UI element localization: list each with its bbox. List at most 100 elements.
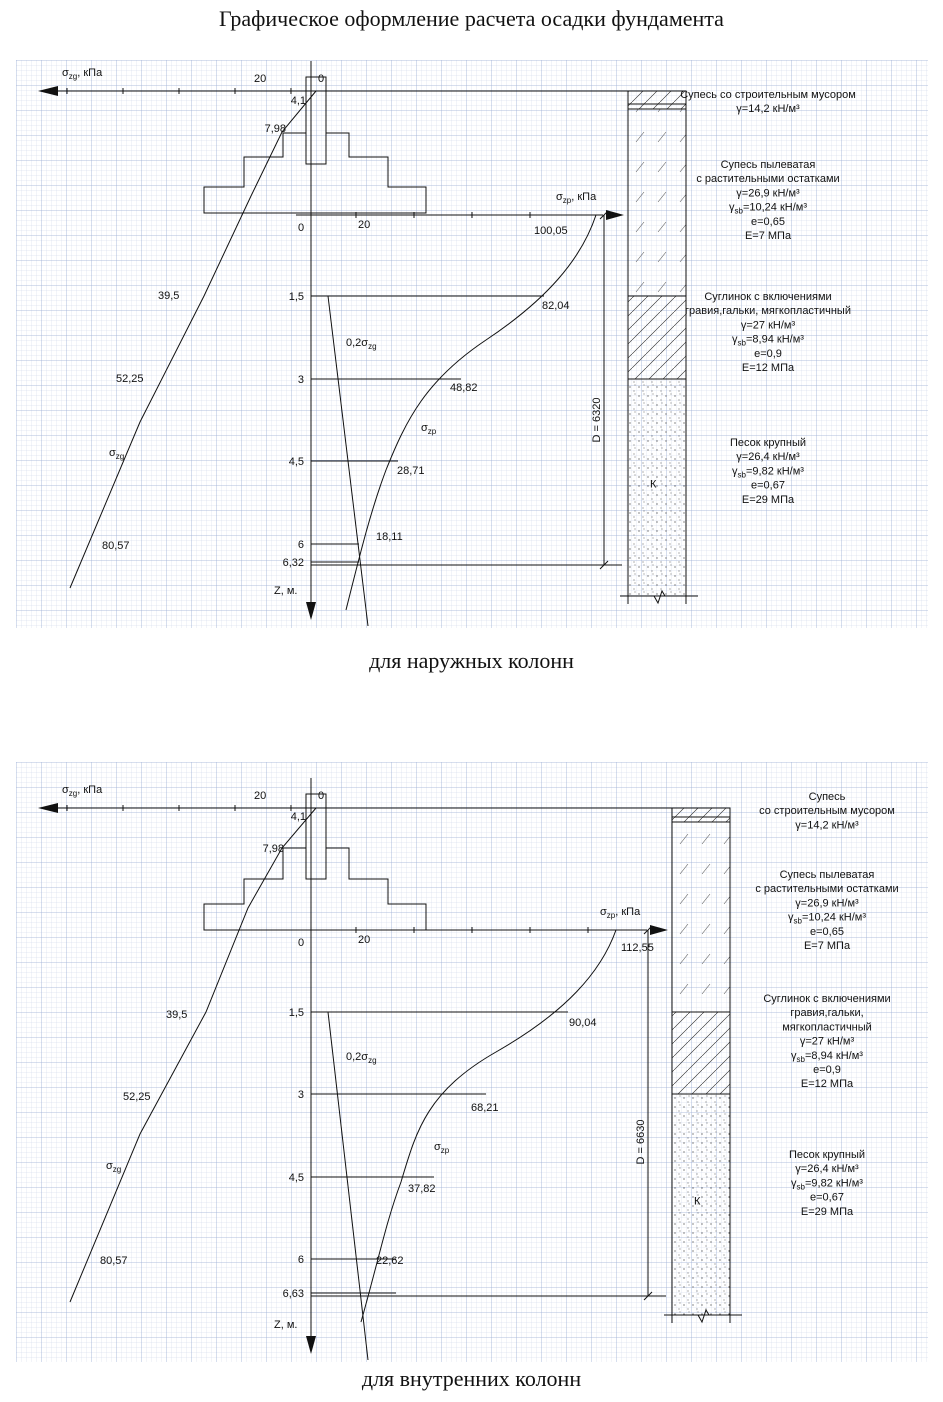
coarse-sand-symbol: К: [694, 1196, 701, 1208]
page-title: Графическое оформление расчета осадки фу…: [219, 6, 724, 31]
soil-description-line: Песок крупный: [789, 1149, 865, 1161]
sigma-zp-value-label: 90,04: [569, 1017, 597, 1029]
sigma-zp-curve: [345, 214, 597, 611]
z-axis-label: Z, м.: [274, 1319, 297, 1331]
sigma-zp-value-label: 18,11: [376, 531, 403, 543]
soil-description-line: Е=7 МПа: [804, 940, 851, 952]
sigma-zp-axis-arrow: [606, 210, 624, 220]
soil-description-line: Е=29 МПа: [742, 494, 795, 506]
foundation-column: [305, 76, 327, 165]
soil-description-line: γ=26,9 кН/м³: [736, 187, 800, 199]
sigma-zg-value-label: 7,98: [263, 843, 284, 855]
soil-description-line: Супесь пылеватая: [780, 869, 875, 881]
sigma-zp-value-label: 22,62: [376, 1255, 404, 1267]
soil-description-line: γ=26,9 кН/м³: [795, 897, 859, 909]
point-two-sigma-zg-label: 0,2σzg: [346, 337, 377, 351]
foundation-column: [305, 793, 327, 880]
caption-inner-columns: для внутренних колонн: [361, 1366, 582, 1391]
sigma-zg-value-label: 7,98: [265, 123, 286, 135]
soil-description-line: гравия,гальки, мягкопластичный: [685, 305, 851, 317]
soil-description-line: е=0,65: [751, 216, 785, 228]
soil-description-line: γ=27 кН/м³: [800, 1036, 855, 1048]
soil-description-line: Супесь со строительным мусором: [680, 89, 856, 101]
sigma-zg-axis-label: σzg, кПа: [62, 784, 103, 798]
soil-description-line: е=0,67: [810, 1192, 844, 1204]
depth-label: 3: [298, 374, 304, 386]
sigma-zp-tick-label-20: 20: [358, 219, 370, 231]
sigma-zg-line-label: σzg: [109, 447, 124, 461]
soil-description-line: γsb=8,94 кН/м³: [791, 1050, 863, 1064]
soil-description-line: γsb=9,82 кН/м³: [791, 1177, 863, 1191]
sigma-zp-axis-label: σzp, кПа: [556, 191, 597, 205]
soil-layer-loam-gravel: [671, 1011, 731, 1095]
sigma-zg-tick-label-0: 0: [318, 790, 324, 802]
soil-description-line: е=0,9: [813, 1064, 841, 1076]
soil-layer-coarse-sand: [627, 378, 687, 597]
depth-dimension-tick: [643, 1291, 653, 1301]
soil-description-line: Супесь пылеватая: [721, 159, 816, 171]
soil-description-line: с растительными остатками: [696, 173, 839, 185]
sigma-zp-axis-label: σzp, кПа: [600, 906, 641, 920]
sigma-zp-curve-label: σzp: [434, 1141, 450, 1155]
soil-description-line: Е=12 МПа: [801, 1078, 854, 1090]
sigma-zg-line: [69, 807, 317, 1303]
depth-label: 1,5: [289, 1007, 304, 1019]
depth-label: 6: [298, 539, 304, 551]
soil-layer-silty-sandy-loam: [627, 108, 687, 297]
soil-description-line: γsb=9,82 кН/м³: [732, 465, 804, 479]
soil-description-line: е=0,9: [754, 348, 782, 360]
soil-description-line: Суглинок с включениями: [763, 993, 890, 1005]
sigma-zp-tick-label-0: 0: [298, 222, 304, 234]
sigma-zg-axis-arrow: [38, 803, 58, 813]
soil-description-line: е=0,65: [810, 926, 844, 938]
soil-description-line: со строительным мусором: [759, 805, 895, 817]
soil-layer-silty-sandy-loam: [671, 821, 731, 1013]
depth-label: 3: [298, 1089, 304, 1101]
soil-description-line: γ=26,4 кН/м³: [795, 1163, 859, 1175]
soil-description-line: мягкопластичный: [782, 1021, 872, 1033]
sigma-zg-tick-label-0: 0: [318, 73, 324, 85]
depth-label: 6: [298, 1254, 304, 1266]
sigma-zp-value-label: 112,55: [621, 942, 654, 954]
sigma-zg-value-label: 4,1: [291, 811, 306, 823]
sigma-zg-value-label: 39,5: [166, 1009, 187, 1021]
sigma-zp-axis-arrow: [650, 925, 668, 935]
depth-dimension-tick: [599, 560, 609, 570]
sigma-zp-tick-label-20: 20: [358, 934, 370, 946]
soil-layer-loam-gravel: [627, 295, 687, 380]
soil-layer-coarse-sand: [671, 1093, 731, 1316]
soil-description-line: гравия,гальки,: [790, 1007, 863, 1019]
z-axis-arrow: [306, 1336, 316, 1354]
soil-description-line: Е=7 МПа: [745, 230, 792, 242]
sigma-zg-line: [69, 90, 317, 589]
soil-description-line: γsb=10,24 кН/м³: [788, 912, 866, 926]
coarse-sand-symbol: К: [650, 479, 657, 491]
sigma-zp-value-label: 48,82: [450, 382, 478, 394]
soil-description-line: Суглинок с включениями: [704, 291, 831, 303]
soil-description-line: γ=26,4 кН/м³: [736, 451, 800, 463]
sigma-zg-value-label: 52,25: [123, 1091, 151, 1103]
sigma-zg-axis-arrow: [38, 86, 58, 96]
soil-description-line: Е=29 МПа: [801, 1206, 854, 1218]
graph-paper: [16, 762, 928, 1362]
soil-description-line: γsb=8,94 кН/м³: [732, 334, 804, 348]
sigma-zp-value-label: 82,04: [542, 300, 570, 312]
soil-column-break: [620, 589, 698, 605]
soil-description-line: γsb=10,24 кН/м³: [729, 202, 807, 216]
z-axis-label: Z, м.: [274, 585, 297, 597]
depth-dimension-tick: [643, 925, 653, 935]
depth-label: 4,5: [289, 456, 304, 468]
depth-label: 1,5: [289, 291, 304, 303]
soil-column-break: [664, 1308, 742, 1324]
soil-description-line: γ=14,2 кН/м³: [795, 819, 859, 831]
depth-dimension-tick: [599, 210, 609, 220]
soil-description-line: Песок крупный: [730, 437, 806, 449]
z-axis-arrow: [306, 602, 316, 620]
sigma-zg-value-label: 39,5: [158, 290, 179, 302]
depth-dimension-label: D = 6320: [591, 398, 603, 443]
point-two-sigma-zg-line: [327, 1011, 369, 1361]
